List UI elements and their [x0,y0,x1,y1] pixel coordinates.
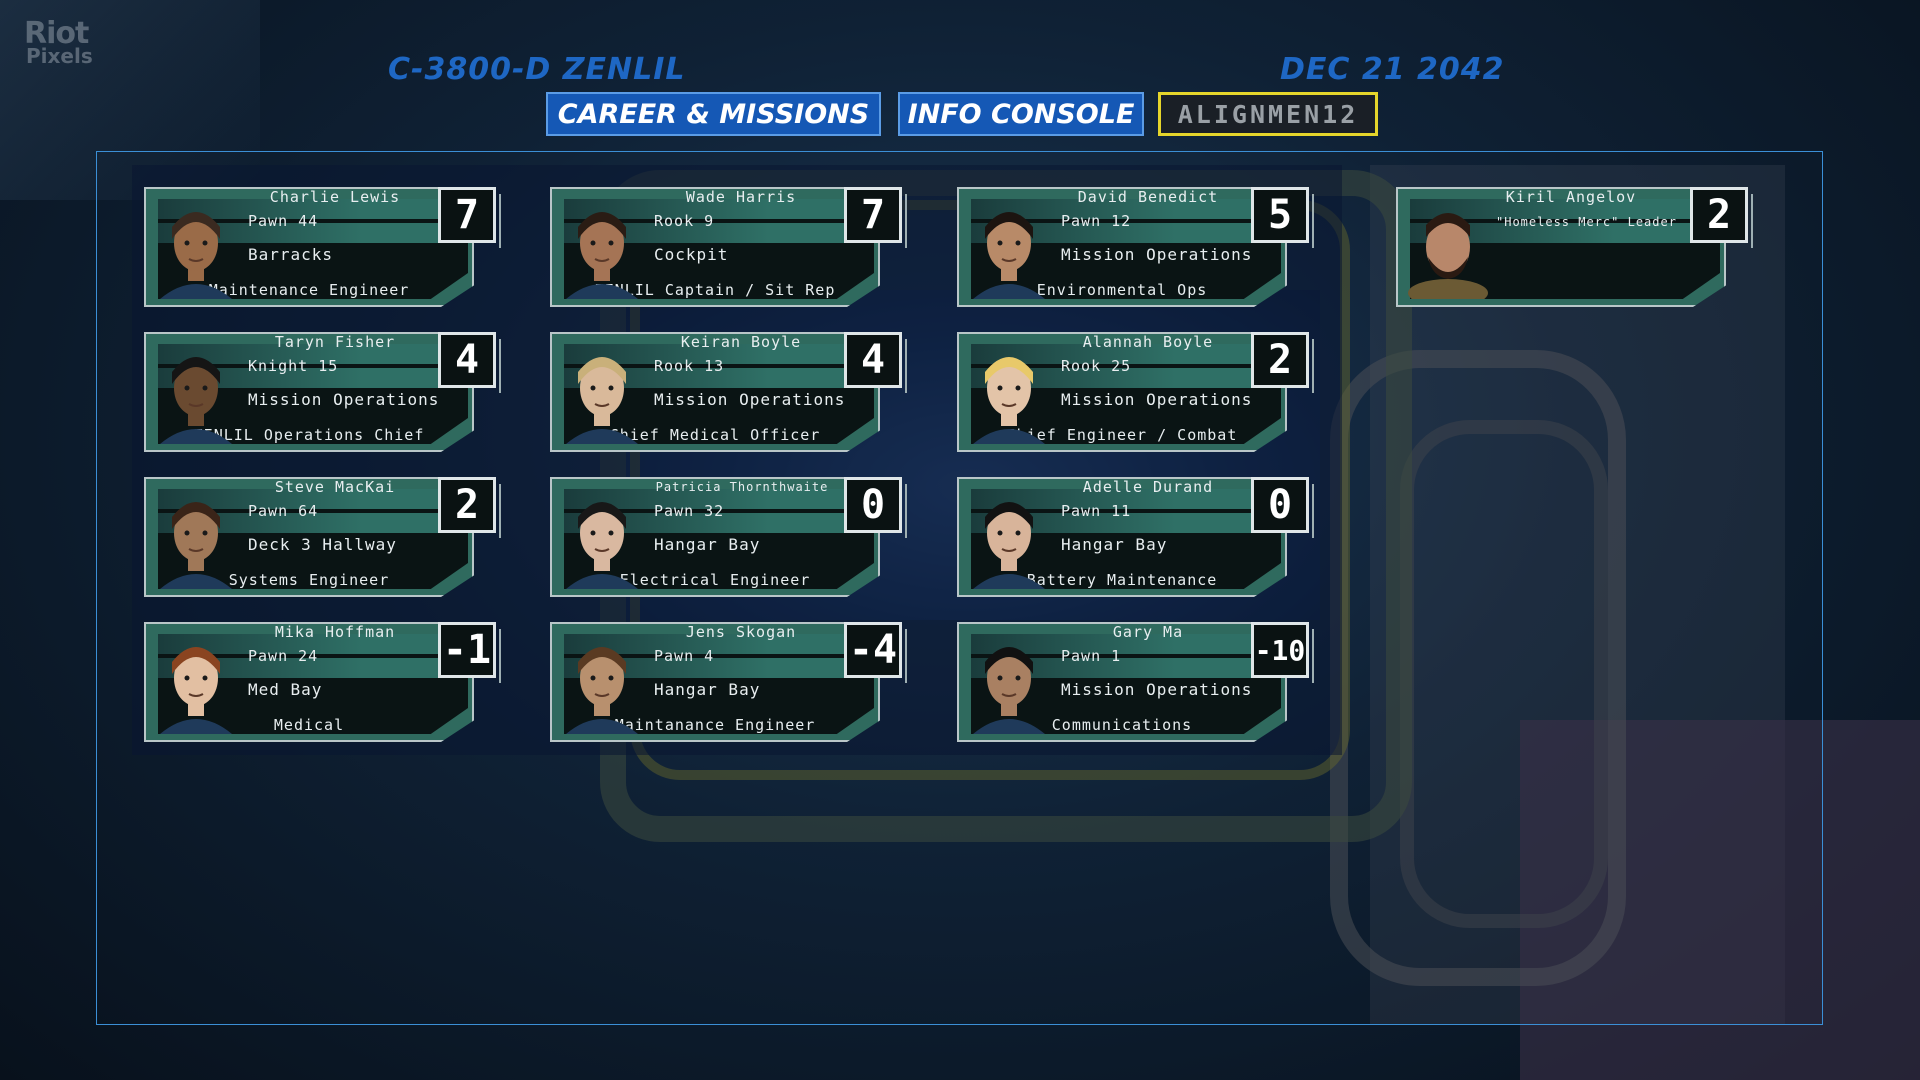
crew-location: Cockpit [654,245,729,264]
crew-score: 7 [844,187,907,248]
crew-name: David Benedict [1077,188,1219,206]
crew-card-special[interactable]: Kiril Angelov "Homeless Merc" Leader 2 [1396,187,1753,307]
crew-card[interactable]: Chief Medical Officer Keiran Boyle Rook … [550,332,907,452]
portrait-avatar [160,647,232,734]
crew-score: 2 [438,477,501,538]
crew-card[interactable]: Medical Mika Hoffman Pawn 24 Med Bay -1 [144,622,501,742]
crew-rank: Pawn 64 [248,502,319,520]
crew-role: Systems Engineer [228,571,390,589]
crew-rank: Rook 13 [654,357,725,375]
crew-score: 2 [1251,332,1314,393]
tab-info-console[interactable]: INFO CONSOLE [898,92,1144,136]
crew-role: Communications [1051,716,1193,734]
crew-rank: Pawn 24 [248,647,319,665]
crew-score: -4 [844,622,907,683]
portrait-avatar [1408,213,1488,299]
crew-score: -1 [438,622,501,683]
crew-score: 2 [1690,187,1753,248]
crew-title: "Homeless Merc" Leader [1496,215,1677,229]
crew-location: Mission Operations [248,390,440,409]
current-date: DEC 21 2042 [1280,52,1505,87]
crew-card[interactable]: Environmental Ops David Benedict Pawn 12… [957,187,1314,307]
portrait-avatar [973,357,1045,444]
crew-name: Mika Hoffman [274,623,396,641]
crew-score: 7 [438,187,501,248]
crew-rank: Pawn 1 [1061,647,1122,665]
portrait-avatar [160,212,232,299]
portrait-avatar [973,647,1045,734]
crew-role: Maintanance Engineer [614,716,816,734]
crew-name: Taryn Fisher [274,333,396,351]
main-panel-frame [96,151,1823,1025]
crew-location: Mission Operations [1061,245,1253,264]
crew-role: ZENLIL Operations Chief [193,426,425,444]
crew-name: Keiran Boyle [680,333,802,351]
crew-location: Med Bay [248,680,323,699]
tab-alignment[interactable]: ALIGNMEN12 [1158,92,1378,136]
crew-role: Maintenance Engineer [208,281,410,299]
crew-role: Electrical Engineer [619,571,811,589]
crew-rank: Pawn 11 [1061,502,1132,520]
crew-name: Steve MacKai [274,478,396,496]
portrait-avatar [566,647,638,734]
crew-role: ZENLIL Captain / Sit Rep [594,281,836,299]
crew-name: Adelle Durand [1082,478,1214,496]
crew-score: 4 [844,332,907,393]
crew-name: Gary Ma [1112,623,1184,641]
tab-career-missions[interactable]: CAREER & MISSIONS [546,92,881,136]
crew-rank: Rook 25 [1061,357,1132,375]
crew-score: -10 [1251,622,1314,683]
crew-role: Chief Medical Officer [609,426,821,444]
crew-location: Mission Operations [654,390,846,409]
crew-card[interactable]: Electrical Engineer Patricia Thornthwait… [550,477,907,597]
crew-rank: Pawn 44 [248,212,319,230]
crew-rank: Knight 15 [248,357,339,375]
crew-card[interactable]: ZENLIL Operations Chief Taryn Fisher Kni… [144,332,501,452]
crew-location: Barracks [248,245,334,264]
crew-rank: Pawn 4 [654,647,715,665]
crew-name: Wade Harris [685,188,797,206]
crew-score: 0 [1251,477,1314,538]
crew-location: Mission Operations [1061,390,1253,409]
crew-rank: Pawn 12 [1061,212,1132,230]
crew-card[interactable]: Battery Maintenance Adelle Durand Pawn 1… [957,477,1314,597]
crew-role: Chief Engineer / Combat [1006,426,1238,444]
crew-name: Patricia Thornthwaite [655,480,829,494]
crew-role: Battery Maintenance [1026,571,1218,589]
crew-card[interactable]: Maintanance Engineer Jens Skogan Pawn 4 … [550,622,907,742]
watermark-logo: Riot Pixels [24,16,93,68]
portrait-avatar [973,502,1045,589]
crew-card[interactable]: Chief Engineer / Combat Alannah Boyle Ro… [957,332,1314,452]
crew-rank: Pawn 32 [654,502,725,520]
portrait-avatar [566,357,638,444]
portrait-avatar [160,357,232,444]
crew-location: Deck 3 Hallway [248,535,397,554]
crew-location: Hangar Bay [654,680,761,699]
portrait-avatar [973,212,1045,299]
crew-name: Kiril Angelov [1505,188,1637,206]
crew-name: Jens Skogan [685,623,797,641]
ship-name: C-3800-D ZENLIL [388,52,686,87]
crew-score: 4 [438,332,501,393]
crew-card[interactable]: ZENLIL Captain / Sit Rep Wade Harris Roo… [550,187,907,307]
crew-role: Environmental Ops [1036,281,1208,299]
portrait-avatar [160,502,232,589]
crew-score: 0 [844,477,907,538]
crew-location: Hangar Bay [654,535,761,554]
crew-rank: Rook 9 [654,212,715,230]
crew-card[interactable]: Systems Engineer Steve MacKai Pawn 64 De… [144,477,501,597]
crew-name: Charlie Lewis [269,188,401,206]
crew-card[interactable]: Communications Gary Ma Pawn 1 Mission Op… [957,622,1314,742]
crew-card[interactable]: Maintenance Engineer Charlie Lewis Pawn … [144,187,501,307]
crew-score: 5 [1251,187,1314,248]
crew-location: Hangar Bay [1061,535,1168,554]
portrait-avatar [566,212,638,299]
portrait-avatar [566,502,638,589]
crew-name: Alannah Boyle [1082,333,1214,351]
crew-location: Mission Operations [1061,680,1253,699]
crew-role: Medical [273,716,345,734]
